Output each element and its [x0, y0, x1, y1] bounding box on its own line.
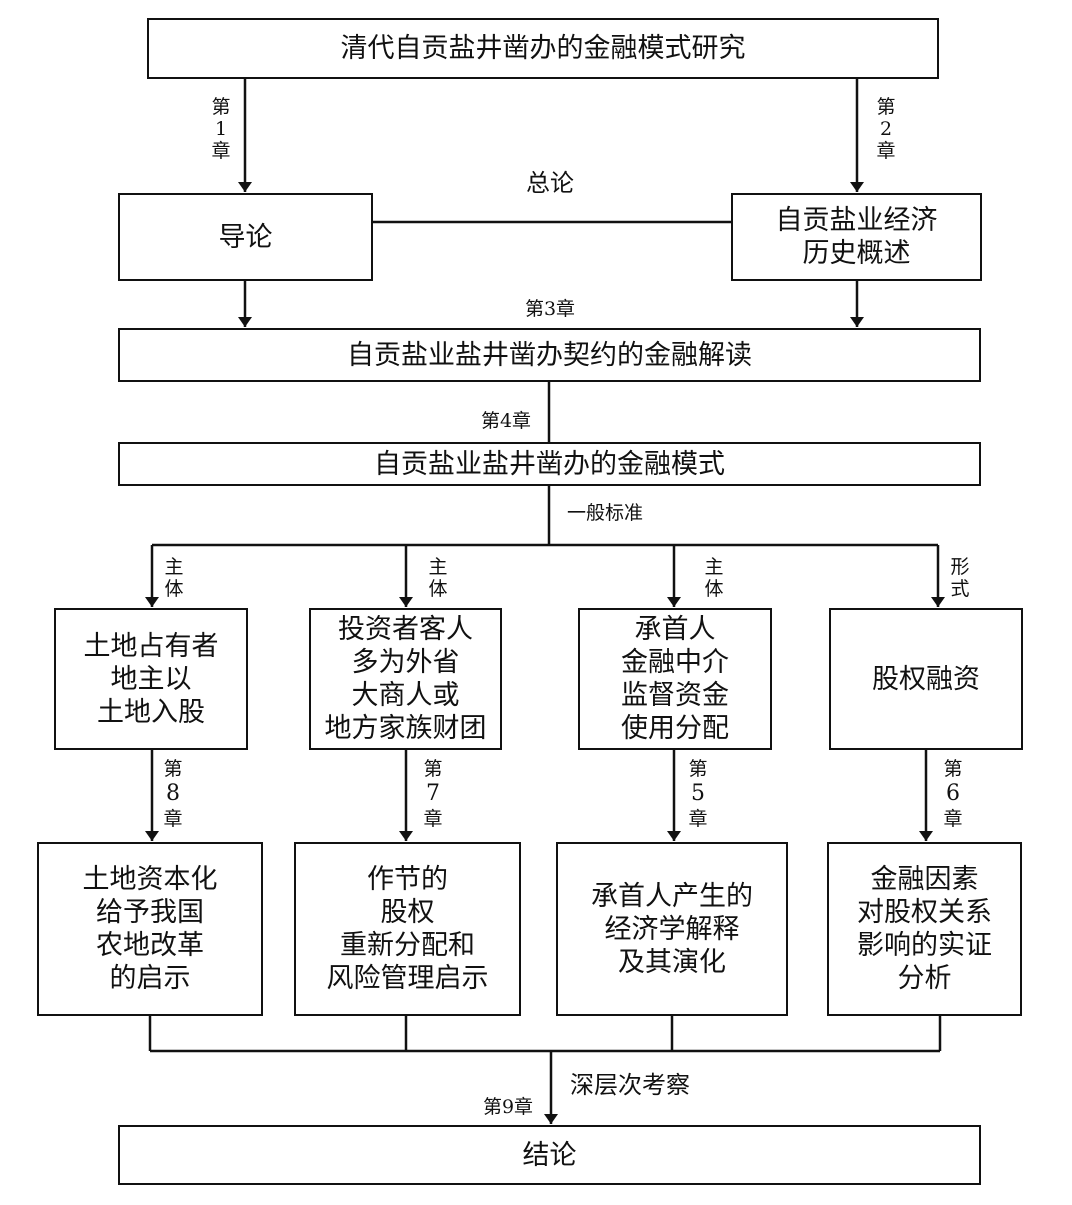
- label-chapter-6: 第 6 章: [938, 758, 968, 830]
- box-intro: 导论: [118, 193, 373, 281]
- label-chapter-6-part-2: 6: [946, 781, 960, 806]
- box-redistribution-line-1: 作节的: [367, 864, 448, 895]
- box-econ-explain-line-2: 经济学解释: [604, 913, 740, 945]
- box-land-owner: 土地占有者 地主以 土地入股: [54, 608, 248, 750]
- box-redistribution-line-4: 风险管理启示: [326, 963, 489, 994]
- box-empirical-line-4: 分析: [897, 963, 952, 994]
- box-equity: 股权融资: [829, 608, 1023, 750]
- label-form-part-1: 形: [950, 556, 970, 578]
- label-subject-2: 主 体: [424, 556, 452, 600]
- label-chapter-1: 第 1 章: [206, 96, 236, 162]
- box-intro-text: 导论: [218, 221, 273, 253]
- box-title-text: 清代自贡盐井凿办的金融模式研究: [340, 33, 746, 64]
- box-undertaker-line-4: 使用分配: [621, 713, 729, 744]
- label-general: 总论: [526, 169, 574, 197]
- box-undertaker-line-2: 金融中介: [621, 647, 729, 678]
- label-chapter-5-part-3: 章: [688, 808, 708, 830]
- label-subject-2-part-2: 体: [428, 578, 448, 600]
- box-contract-text: 自贡盐业盐井凿办契约的金融解读: [347, 339, 752, 371]
- label-chapter-6-part-1: 第: [943, 758, 963, 780]
- label-chapter-2-part-2: 2: [879, 118, 893, 140]
- box-redistribution: 作节的 股权 重新分配和 风险管理启示: [294, 842, 521, 1016]
- box-land-owner-line-3: 土地入股: [97, 696, 205, 728]
- box-conclusion-text: 结论: [522, 1139, 577, 1171]
- label-chapter-5: 第 5 章: [683, 758, 713, 830]
- box-redistribution-line-3: 重新分配和: [340, 930, 475, 961]
- label-general-standard: 一般标准: [567, 502, 644, 524]
- box-econ-explain-line-1: 承首人产生的: [591, 880, 753, 912]
- label-subject-2-part-1: 主: [428, 556, 448, 578]
- label-subject-1-part-2: 体: [164, 578, 184, 600]
- label-chapter-7-part-2: 7: [426, 781, 440, 806]
- box-land-owner-line-1: 土地占有者: [83, 630, 219, 662]
- label-subject-1-part-1: 主: [164, 556, 184, 578]
- box-land-owner-line-2: 地主以: [110, 663, 192, 695]
- box-contract: 自贡盐业盐井凿办契约的金融解读: [118, 328, 981, 382]
- box-equity-text: 股权融资: [872, 663, 980, 695]
- box-investor: 投资者客人 多为外省 大商人或 地方家族财团: [309, 608, 502, 750]
- label-form: 形 式: [946, 556, 974, 600]
- box-conclusion: 结论: [118, 1125, 981, 1185]
- box-investor-line-3: 大商人或: [351, 680, 460, 711]
- box-investor-line-4: 地方家族财团: [324, 713, 487, 744]
- label-subject-3-part-2: 体: [704, 578, 724, 600]
- box-redistribution-line-2: 股权: [380, 897, 435, 928]
- box-land-capital-line-4: 的启示: [109, 963, 191, 994]
- box-empirical: 金融因素 对股权关系 影响的实证 分析: [827, 842, 1022, 1016]
- box-empirical-line-3: 影响的实证: [857, 930, 992, 961]
- label-chapter-5-part-1: 第: [688, 758, 708, 780]
- label-form-part-2: 式: [950, 578, 970, 600]
- box-empirical-line-1: 金融因素: [870, 864, 979, 895]
- label-subject-3: 主 体: [700, 556, 728, 600]
- label-chapter-8-part-2: 8: [166, 781, 180, 806]
- box-land-capital-line-3: 农地改革: [96, 930, 204, 961]
- box-history-line-1: 自贡盐业经济: [775, 205, 938, 236]
- box-investor-line-2: 多为外省: [351, 647, 460, 678]
- label-chapter-1-part-1: 第: [211, 96, 231, 118]
- box-history-line-2: 历史概述: [802, 238, 911, 269]
- label-subject-1: 主 体: [160, 556, 188, 600]
- label-chapter-8-part-1: 第: [163, 758, 183, 780]
- label-subject-3-part-1: 主: [704, 556, 724, 578]
- label-chapter-2-part-1: 第: [876, 96, 896, 118]
- box-land-capital-line-1: 土地资本化: [82, 864, 218, 895]
- box-undertaker-line-3: 监督资金: [621, 680, 729, 711]
- label-chapter-7-part-3: 章: [423, 808, 443, 830]
- label-chapter-6-part-3: 章: [943, 808, 963, 830]
- box-land-capital: 土地资本化 给予我国 农地改革 的启示: [37, 842, 263, 1016]
- box-title: 清代自贡盐井凿办的金融模式研究: [147, 18, 939, 79]
- box-history: 自贡盐业经济 历史概述: [731, 193, 982, 281]
- label-chapter-5-part-2: 5: [691, 781, 705, 806]
- box-undertaker: 承首人 金融中介 监督资金 使用分配: [578, 608, 772, 750]
- box-investor-line-1: 投资者客人: [338, 614, 473, 645]
- label-chapter-2: 第 2 章: [871, 96, 901, 162]
- label-chapter-8: 第 8 章: [158, 758, 188, 830]
- label-chapter-7: 第 7 章: [418, 758, 448, 830]
- label-chapter-1-part-2: 1: [214, 118, 228, 140]
- label-chapter-9: 第9章: [482, 1096, 534, 1118]
- box-econ-explain-line-3: 及其演化: [618, 946, 726, 978]
- label-chapter-2-part-3: 章: [876, 140, 896, 162]
- box-econ-explain: 承首人产生的 经济学解释 及其演化: [556, 842, 788, 1016]
- box-land-capital-line-2: 给予我国: [96, 897, 204, 928]
- box-model-text: 自贡盐业盐井凿办的金融模式: [374, 448, 725, 480]
- label-chapter-3: 第3章: [524, 298, 576, 320]
- label-deep-examination: 深层次考察: [570, 1071, 690, 1099]
- label-chapter-4: 第4章: [480, 410, 532, 432]
- label-chapter-7-part-1: 第: [423, 758, 443, 780]
- label-chapter-1-part-3: 章: [211, 140, 231, 162]
- box-undertaker-line-1: 承首人: [634, 614, 716, 645]
- label-chapter-8-part-3: 章: [163, 808, 183, 830]
- box-model: 自贡盐业盐井凿办的金融模式: [118, 442, 981, 486]
- box-empirical-line-2: 对股权关系: [857, 897, 992, 928]
